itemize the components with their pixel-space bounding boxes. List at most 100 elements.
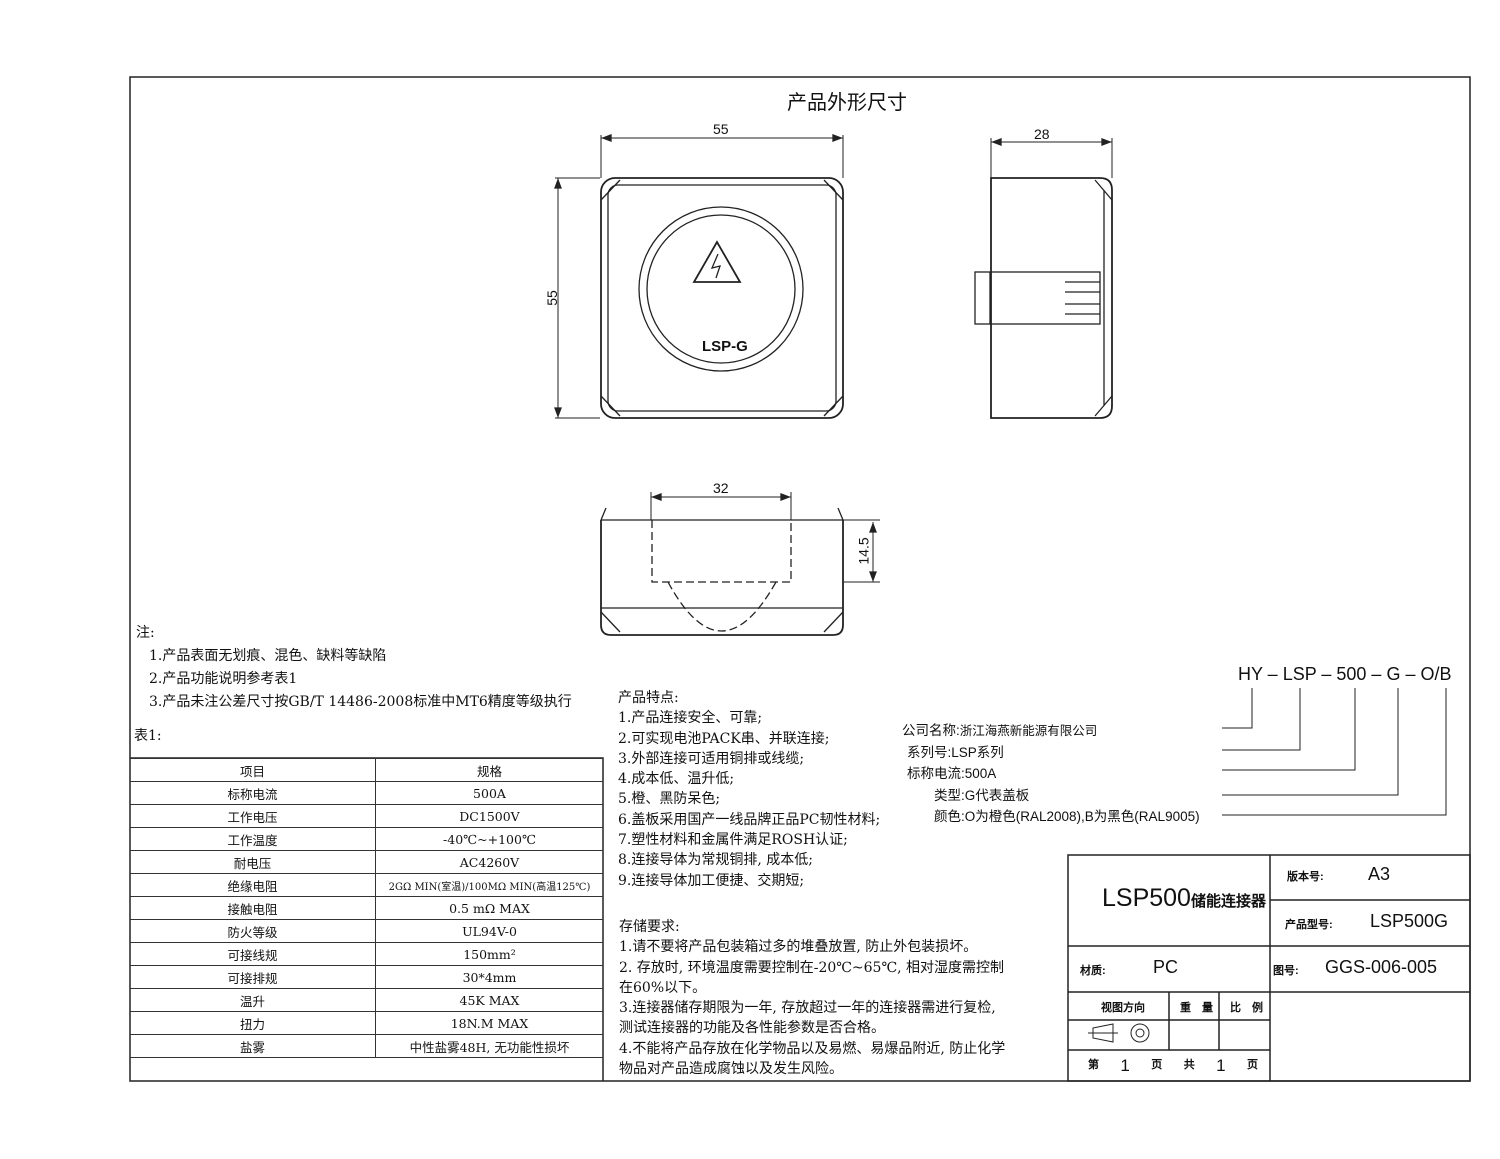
dim-side-depth: 28 — [1034, 126, 1050, 142]
storage-item: 3.连接器储存期限为一年, 存放超过一年的连接器需进行复检, — [619, 1000, 996, 1017]
sheet-border — [129, 76, 1471, 1082]
cell: 工作温度 — [130, 827, 376, 851]
storage-requirements: 存储要求: 1.请不要将产品包装箱过多的堆叠放置, 防止外包装损坏。 2. 存放… — [619, 917, 1005, 1079]
legend-color: 颜色:O为橙色(RAL2008),B为黑色(RAL9005) — [934, 809, 1200, 824]
cell: 接触电阻 — [130, 896, 376, 920]
feature-item: 8.连接导体为常规铜排, 成本低; — [618, 852, 813, 869]
feature-item: 6.盖板采用国产一线品牌正品PC韧性材料; — [618, 811, 881, 828]
bottom-view — [600, 492, 880, 636]
table-header: 项目规格 — [130, 758, 603, 782]
logo-text: LSP-G — [702, 338, 748, 355]
dim-bottom-height: 14.5 — [855, 537, 872, 565]
legend-current: 标称电流:500A — [907, 766, 997, 781]
side-view — [974, 138, 1113, 419]
material-value: PC — [1153, 957, 1179, 977]
cell: 18N.M MAX — [375, 1011, 603, 1035]
features: 产品特点: 1.产品连接安全、可靠; 2.可实现电池PACK串、并联连接; 3.… — [618, 688, 880, 891]
view-direction-label: 视图方向 — [1101, 1002, 1145, 1014]
storage-item: 2. 存放时, 环境温度需要控制在-20℃~65℃, 相对湿度需控制 — [619, 959, 1005, 976]
page-title: 产品外形尺寸 — [787, 90, 907, 114]
features-heading: 产品特点: — [618, 690, 679, 706]
cell: 可接线规 — [130, 942, 376, 966]
feature-item: 5.橙、黑防呆色; — [618, 791, 721, 808]
cell: 30*4mm — [375, 965, 603, 989]
material-label: 材质: — [1080, 965, 1106, 977]
scale-label: 比 例 — [1230, 1002, 1263, 1014]
storage-item: 测试连接器的功能及各性能参数是否合格。 — [619, 1020, 885, 1037]
cell: AC4260V — [375, 850, 603, 874]
cell: 150mm² — [375, 942, 603, 966]
feature-item: 3.外部连接可适用铜排或线缆; — [618, 750, 805, 767]
feature-item: 7.塑性材料和金属件满足ROSH认证; — [618, 832, 848, 849]
dim-bottom-inner: 32 — [713, 480, 729, 496]
cell: UL94V-0 — [375, 919, 603, 943]
header-spec: 规格 — [375, 758, 603, 782]
cell: 扭力 — [130, 1011, 376, 1035]
product-name: LSP500储能连接器 — [1102, 884, 1266, 912]
version-value: A3 — [1368, 864, 1391, 884]
legend-type: 类型:G代表盖板 — [934, 787, 1030, 803]
cell: 可接排规 — [130, 965, 376, 989]
cell: -40℃~+100℃ — [375, 827, 603, 851]
model-code-leaders — [1222, 688, 1447, 816]
version-label: 版本号: — [1287, 871, 1324, 883]
storage-item: 4.不能将产品存放在化学物品以及易燃、易爆品附近, 防止化学 — [619, 1040, 1006, 1057]
feature-item: 1.产品连接安全、可靠; — [618, 710, 763, 727]
model-code-legend: 公司名称:浙江海燕新能源有限公司 系列号:LSP系列 标称电流:500A 类型:… — [902, 720, 1220, 828]
note-item: 3.产品未注公差尺寸按GB/T 14486-2008标准中MT6精度等级执行 — [149, 694, 572, 710]
cell: DC1500V — [375, 804, 603, 828]
feature-item: 9.连接导体加工便捷、交期短; — [618, 872, 805, 889]
cell: 2GΩ MIN(室温)/100MΩ MIN(高温125℃) — [375, 873, 603, 897]
feature-item: 4.成本低、温升低; — [618, 771, 735, 788]
title-block-lines — [1067, 854, 1471, 1082]
cell: 45K MAX — [375, 988, 603, 1012]
table-row: 盐雾中性盐雾48H, 无功能性损坏 — [130, 1034, 603, 1058]
weight-label: 重 量 — [1180, 1002, 1213, 1014]
cell: 防火等级 — [130, 919, 376, 943]
note-item: 2.产品功能说明参考表1 — [149, 671, 298, 687]
dim-front-width: 55 — [713, 121, 729, 137]
model-value: LSP500G — [1370, 911, 1449, 931]
front-view — [554, 134, 844, 419]
note-item: 1.产品表面无划痕、混色、缺料等缺陷 — [149, 648, 387, 664]
cell: 盐雾 — [130, 1034, 376, 1058]
storage-item: 物品对产品造成腐蚀以及发生风险。 — [619, 1061, 843, 1078]
cell: 标称电流 — [130, 781, 376, 805]
legend-company: 公司名称:浙江海燕新能源有限公司 — [902, 723, 1098, 738]
drawing-no-value: GGS-006-005 — [1325, 957, 1438, 977]
cell: 温升 — [130, 988, 376, 1012]
cell: 500A — [375, 781, 603, 805]
model-label: 产品型号: — [1285, 919, 1333, 931]
drawing-no-label: 图号: — [1273, 965, 1299, 977]
legend-series: 系列号:LSP系列 — [907, 744, 1004, 760]
model-code: HY – LSP – 500 – G – O/B — [1238, 664, 1452, 684]
cell: 工作电压 — [130, 804, 376, 828]
storage-item: 在60%以下。 — [619, 979, 707, 996]
header-item: 项目 — [130, 758, 376, 782]
cell: 中性盐雾48H, 无功能性损坏 — [375, 1034, 603, 1058]
cell: 绝缘电阻 — [130, 873, 376, 897]
dim-front-height: 55 — [543, 290, 560, 306]
table-label: 表1: — [134, 728, 162, 744]
notes: 注: 1.产品表面无划痕、混色、缺料等缺陷 2.产品功能说明参考表1 3.产品未… — [136, 622, 572, 714]
storage-heading: 存储要求: — [619, 919, 680, 935]
storage-item: 1.请不要将产品包装箱过多的堆叠放置, 防止外包装损坏。 — [619, 939, 978, 956]
high-voltage-warning-icon — [692, 240, 742, 283]
cell: 耐电压 — [130, 850, 376, 874]
cell: 0.5 mΩ MAX — [375, 896, 603, 920]
table-row: 工作温度-40℃~+100℃ — [130, 827, 603, 851]
